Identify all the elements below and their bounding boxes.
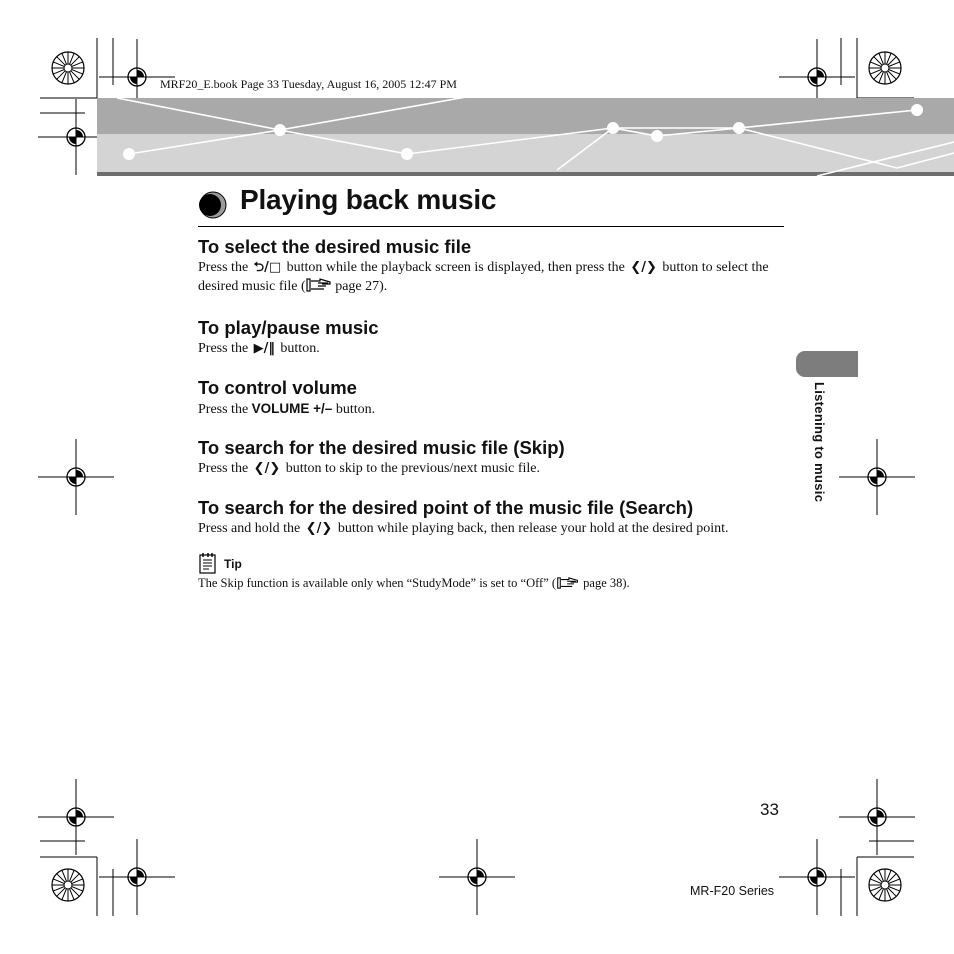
body-text: Press the (198, 402, 252, 417)
body-text: button to select the desired music file … (198, 260, 769, 294)
section-body: Press and hold the ❮/❯ button while play… (198, 519, 788, 538)
section-body: Press the ▶/‖ button. (198, 339, 788, 358)
play-pause-button-symbol: ▶/‖ (253, 341, 275, 356)
body-text: Press the (198, 260, 252, 275)
book-header: MRF20_E.book Page 33 Tuesday, August 16,… (160, 77, 457, 91)
side-tab-label: Listening to music (812, 382, 827, 503)
registration-mark-icon (838, 438, 916, 516)
body-text: button while the playback screen is disp… (283, 260, 629, 275)
color-wheel-icon (868, 868, 902, 902)
reference-hand-icon (557, 577, 578, 589)
registration-mark-icon (778, 838, 856, 916)
registration-mark-icon (838, 778, 916, 856)
section-heading: To select the desired music file (198, 236, 472, 257)
section-skip: To search for the desired music file (Sk… (198, 437, 788, 478)
prev-next-button-symbol: ❮/❯ (630, 260, 657, 275)
tip-text: The Skip function is available only when… (198, 576, 630, 591)
color-wheel-icon (51, 51, 85, 85)
section-heading: To control volume (198, 377, 357, 398)
tip-note-icon (199, 553, 216, 574)
section-body: Press the ⮌/□ button while the playback … (198, 258, 788, 296)
back-folder-button-symbol: ⮌/□ (253, 260, 282, 275)
body-text: button. (276, 341, 320, 356)
registration-mark-icon (37, 778, 115, 856)
section-volume: To control volume Press the VOLUME +/– b… (198, 377, 788, 419)
tip-body-text: page 38). (580, 576, 630, 590)
body-text: page 27). (331, 279, 388, 294)
section-select-file: To select the desired music file Press t… (198, 236, 788, 296)
body-text: Press the (198, 461, 252, 476)
section-body: Press the ❮/❯ button to skip to the prev… (198, 459, 788, 478)
section-heading: To search for the desired music file (Sk… (198, 437, 565, 458)
color-wheel-icon (868, 51, 902, 85)
body-text: Press the (198, 341, 252, 356)
page-title: Playing back music (240, 184, 497, 215)
tip-body-text: The Skip function is available only when… (198, 576, 557, 590)
section-heading: To search for the desired point of the m… (198, 497, 694, 518)
color-wheel-icon (51, 868, 85, 902)
registration-mark-icon (438, 838, 516, 916)
registration-mark-icon (98, 838, 176, 916)
page-number: 33 (760, 800, 779, 819)
body-text: button to skip to the previous/next musi… (282, 461, 541, 476)
series-label: MR-F20 Series (690, 884, 775, 898)
title-bullet-icon (199, 191, 227, 219)
section-body: Press the VOLUME +/– button. (198, 399, 788, 419)
section-search: To search for the desired point of the m… (198, 497, 788, 538)
registration-mark-icon (37, 438, 115, 516)
section-play-pause: To play/pause music Press the ▶/‖ button… (198, 317, 788, 358)
header-banner (97, 98, 954, 176)
body-text: button. (332, 402, 376, 417)
tip-label: Tip (224, 557, 242, 571)
body-text: button while playing back, then release … (334, 521, 729, 536)
title-row: Playing back music (198, 184, 784, 227)
section-heading: To play/pause music (198, 317, 379, 338)
prev-next-button-symbol: ❮/❯ (305, 521, 333, 536)
side-tab (796, 351, 858, 377)
body-text: Press and hold the (198, 521, 304, 536)
prev-next-button-symbol: ❮/❯ (253, 461, 281, 476)
volume-button-symbol: VOLUME +/– (251, 401, 333, 416)
reference-hand-icon (306, 278, 331, 292)
